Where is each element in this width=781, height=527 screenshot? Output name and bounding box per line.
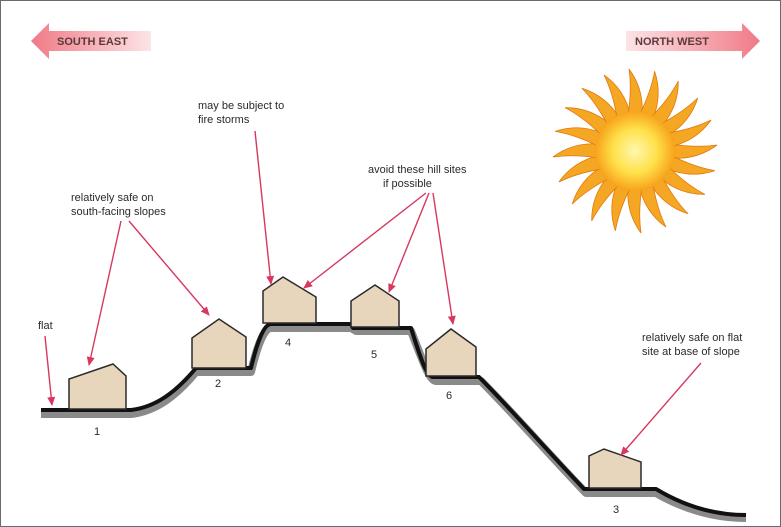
flat-label: flat [38, 320, 53, 332]
sun-ray [649, 175, 689, 215]
sun-ray [666, 154, 715, 175]
sun-ray [552, 143, 600, 159]
sun-ray [666, 119, 712, 147]
arrow-flat [44, 335, 56, 406]
house-number-6: 6 [446, 390, 452, 402]
sun-ray [571, 165, 611, 205]
arrow-avoid-3 [432, 192, 456, 325]
avoid-hill-label-line2: if possible [383, 178, 432, 190]
north-west-arrow: NORTH WEST [626, 23, 760, 59]
sun-ray [649, 80, 679, 127]
house-number-1: 1 [94, 426, 100, 438]
sun-icon [552, 68, 718, 234]
sun-ray [659, 165, 706, 195]
south-east-arrow: SOUTH EAST [31, 23, 151, 59]
terrain [41, 322, 747, 522]
sun-ray [670, 143, 718, 159]
house-5 [350, 284, 400, 328]
pointer-arrows [44, 130, 702, 456]
house-number-2: 2 [215, 378, 221, 390]
base-slope-label-line2: site at base of slope [642, 346, 740, 358]
south-east-label: SOUTH EAST [57, 36, 128, 48]
fire-storm-label-line1: may be subject to [198, 100, 284, 112]
sun-ray [638, 71, 659, 120]
sun-ray [581, 87, 621, 127]
sun-ray [659, 97, 699, 137]
house-number-4: 4 [285, 337, 291, 349]
house-1 [68, 363, 127, 410]
avoid-hill-label-line1: avoid these hill sites [368, 164, 467, 176]
base-slope-label-line1: relatively safe on flat [642, 332, 742, 344]
arrow-base-slope [620, 362, 702, 456]
arrow-south-facing-1 [86, 220, 122, 366]
sun-ray [558, 155, 604, 183]
sun-ray [627, 186, 643, 234]
sun-ray [603, 74, 631, 120]
arrow-avoid-1 [303, 192, 427, 289]
house-2 [191, 318, 247, 369]
house-number-5: 5 [371, 349, 377, 361]
arrow-fire-storm [254, 130, 275, 285]
house-4 [262, 276, 317, 324]
sun-ray [564, 107, 611, 137]
sun-ray [627, 68, 643, 116]
house-6 [425, 328, 477, 377]
house-3 [588, 448, 642, 489]
sun-ray [555, 127, 604, 148]
sun-ray [591, 175, 621, 222]
arrow-avoid-2 [388, 192, 430, 293]
house-number-3: 3 [613, 504, 619, 516]
fire-storm-label-line2: fire storms [198, 114, 250, 126]
south-facing-label-line1: relatively safe on [71, 192, 154, 204]
sun-ray [611, 182, 632, 231]
sun-ray [639, 182, 667, 228]
north-west-label: NORTH WEST [635, 36, 709, 48]
arrow-south-facing-2 [128, 220, 210, 316]
south-facing-label-line2: south-facing slopes [71, 206, 166, 218]
